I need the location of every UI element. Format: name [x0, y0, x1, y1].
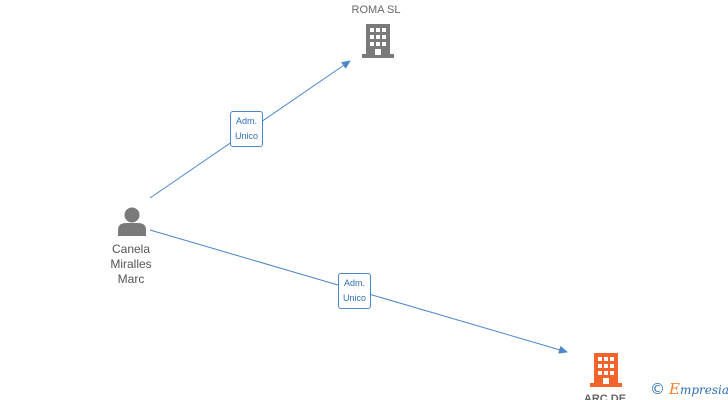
company-name-label[interactable]: ROMA SL	[351, 4, 401, 16]
brand-initial: E	[669, 380, 680, 398]
company-name-label[interactable]: ARC DE	[583, 393, 627, 400]
brand-name: mpresia	[679, 383, 728, 397]
person-name-label[interactable]: Canela Miralles Marc	[110, 242, 152, 286]
edge-label-role[interactable]: Adm. Unico	[230, 111, 264, 147]
empresia-watermark[interactable]: ©Empresia	[650, 380, 728, 398]
copyright-symbol: ©	[650, 380, 665, 398]
person-icon[interactable]	[117, 206, 147, 241]
building-icon[interactable]	[590, 353, 622, 392]
edge-label-role[interactable]: Adm. Unico	[338, 273, 372, 309]
building-icon[interactable]	[362, 24, 394, 63]
